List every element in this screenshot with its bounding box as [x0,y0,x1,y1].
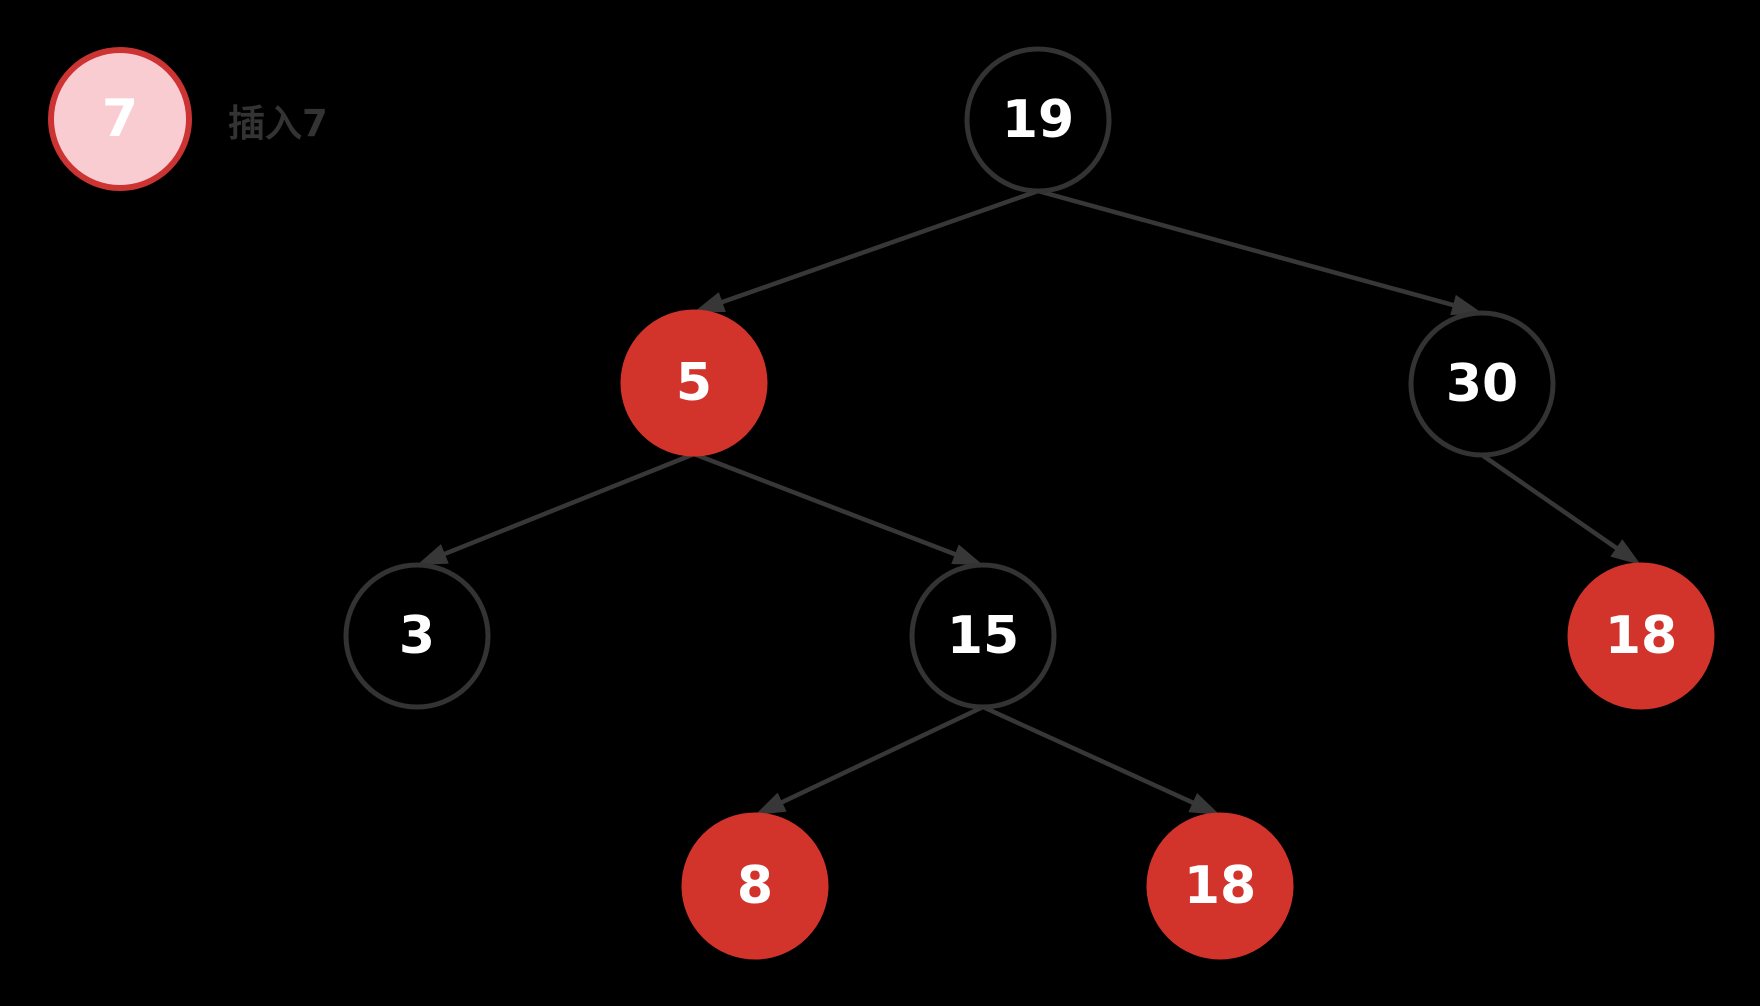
node-circle-30 [1408,310,1556,458]
edge-arrowhead-30-18r [1610,539,1641,565]
insert-node-circle [48,47,192,191]
node-circle-18b [1146,812,1294,960]
edge-arrowhead-5-3 [417,544,449,565]
tree-nodes: 19 5 30 3 15 18 8 18 [343,46,1715,960]
edge-arrowhead-15-18b [1188,793,1220,815]
tree-edges [417,188,1641,815]
edge-arrowhead-5-15 [951,544,983,565]
edge-5-3 [438,451,695,559]
node-circle-5 [620,309,768,457]
tree-node-18r: 18 [1567,562,1715,710]
insert-node-label: 7 [102,89,138,149]
edge-15-8 [775,704,984,807]
node-label-3: 3 [399,606,435,666]
tree-node-30: 30 [1408,310,1556,458]
insert-caption: 插入7 [228,102,328,145]
node-circle-8 [681,812,829,960]
node-circle-18r [1567,562,1715,710]
node-label-8: 8 [737,856,773,916]
edge-arrowhead-15-8 [755,792,787,815]
node-label-15: 15 [947,606,1019,666]
node-label-18b: 18 [1184,856,1256,916]
node-label-19: 19 [1002,90,1074,150]
edge-arrowhead-19-30 [1450,294,1482,316]
node-circle-15 [909,562,1057,710]
tree-node-19: 19 [964,46,1112,194]
tree-node-3: 3 [343,562,491,710]
insert-preview: 7 插入7 [48,47,328,191]
edge-15-18b [982,704,1200,808]
tree-node-8: 8 [681,812,829,960]
node-label-5: 5 [676,353,712,413]
node-circle-3 [343,562,491,710]
tree-node-18b: 18 [1146,812,1294,960]
tree-node-15: 15 [909,562,1057,710]
edge-19-30 [1037,188,1460,309]
edge-arrowhead-19-5 [694,292,726,312]
node-label-30: 30 [1446,354,1518,414]
tree-node-5: 5 [620,309,768,457]
node-label-18r: 18 [1605,606,1677,666]
edge-5-15 [693,451,962,559]
edge-19-5 [715,188,1039,307]
edge-30-18r [1480,453,1623,554]
node-circle-19 [964,46,1112,194]
